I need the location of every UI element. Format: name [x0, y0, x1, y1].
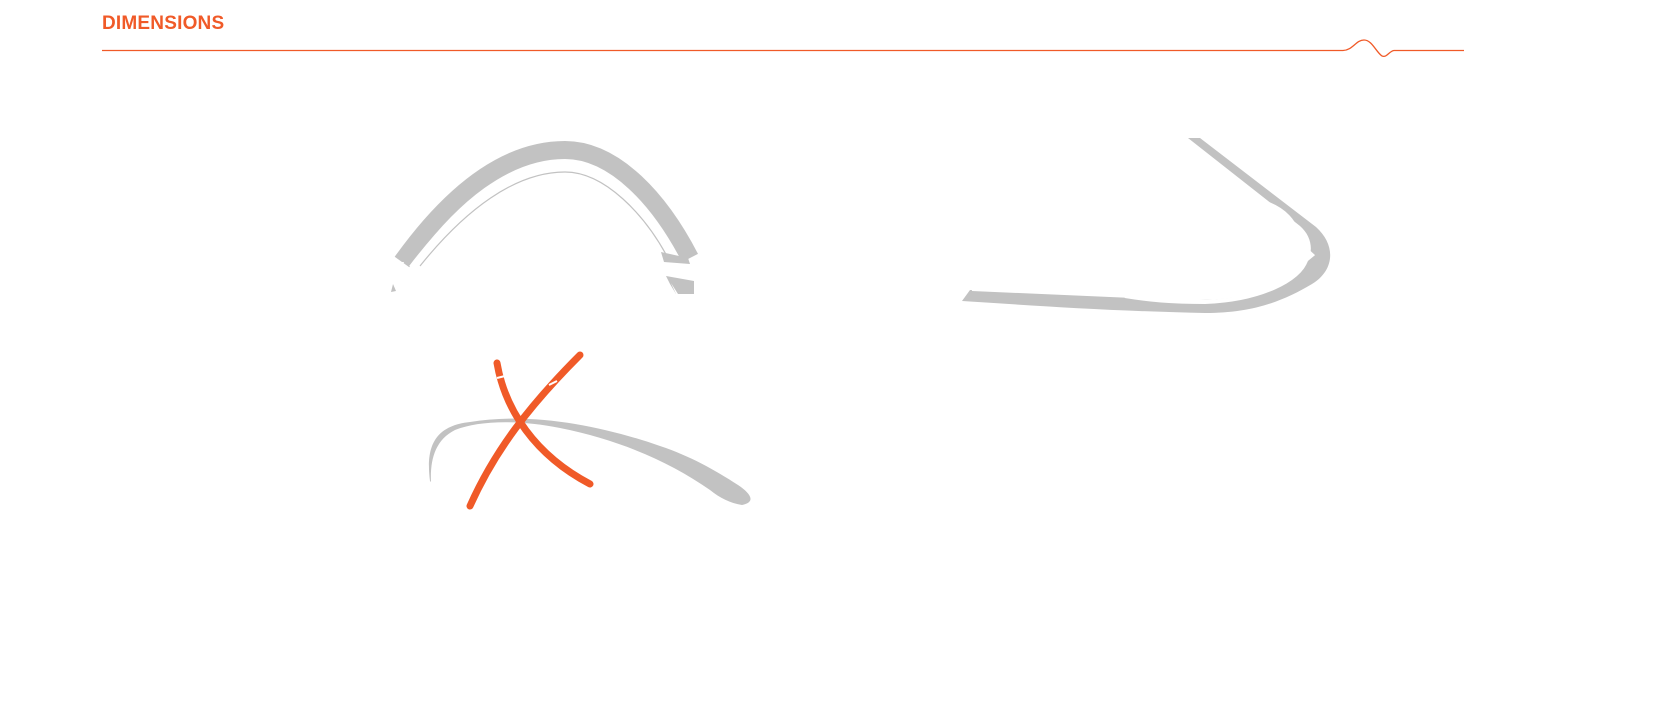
- header-rule-with-wave: [102, 39, 1464, 57]
- hook-band-lower-edge: [971, 289, 1201, 301]
- orange-cross-stroke-falling: [493, 359, 594, 488]
- arch-band-foot-left: [391, 284, 396, 292]
- orange-cross-stroke-rising: [466, 351, 584, 510]
- crossed-bands-illustration: [428, 351, 751, 510]
- arch-band-highlight: [409, 161, 682, 271]
- arch-band-edge: [419, 171, 669, 267]
- orange-cross-highlight-upper: [548, 380, 558, 386]
- arch-band-foot-right-notch: [671, 283, 678, 294]
- hook-band-inner-highlight: [1257, 198, 1303, 246]
- hook-band-fold: [1124, 243, 1316, 305]
- arch-band-tip-right: [661, 252, 690, 264]
- arch-band-shadow: [394, 140, 698, 268]
- header-rule-line: [102, 39, 1464, 57]
- page-title: DIMENSIONS: [102, 13, 225, 34]
- arch-band-illustration: [388, 140, 698, 294]
- arch-band-foot-right: [666, 276, 694, 294]
- orange-cross-highlight-left: [496, 375, 506, 379]
- page-header: DIMENSIONS: [0, 0, 1654, 60]
- hook-band-body: [962, 138, 1331, 313]
- hook-band-illustration: [962, 138, 1331, 313]
- sweep-band: [428, 418, 751, 505]
- arch-band-end-cap-left: [388, 262, 404, 268]
